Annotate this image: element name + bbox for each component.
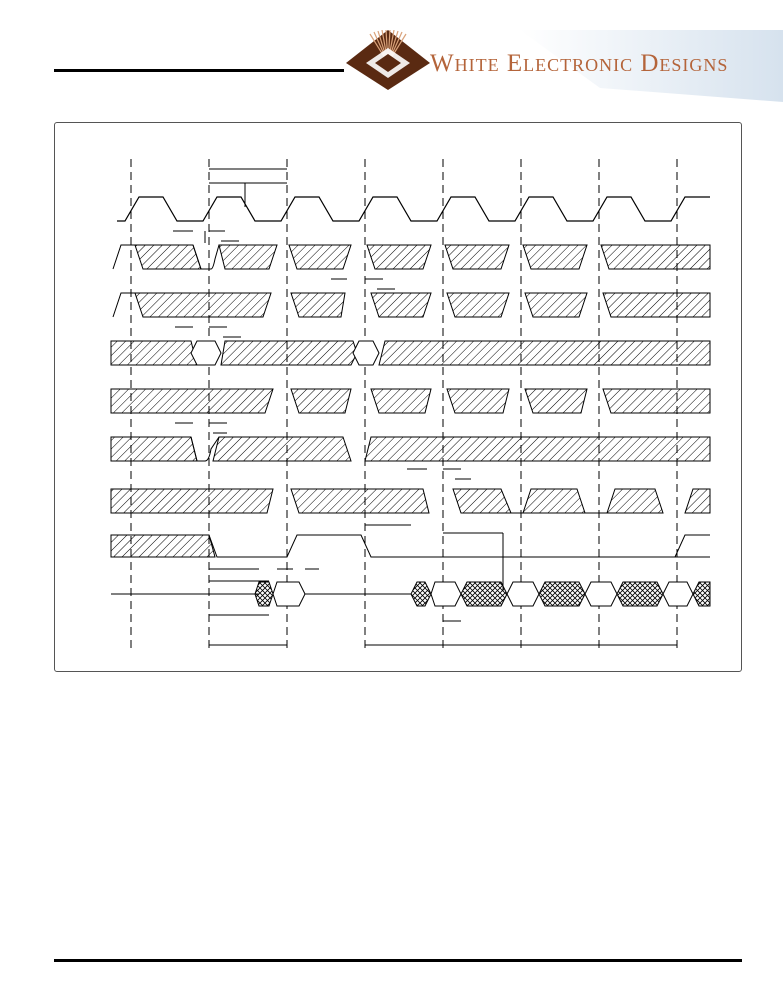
signal-row-2 [112, 292, 711, 318]
signal-row-7 [110, 534, 710, 558]
signal-row-6 [110, 488, 711, 514]
signal-row-8 [111, 581, 711, 607]
footer-rule [54, 959, 742, 962]
diamond-sunburst-icon [346, 30, 430, 90]
signal-row-4 [110, 388, 711, 414]
signal-row-3 [110, 340, 711, 366]
header-rule [54, 69, 344, 72]
signal-row-5 [110, 436, 711, 462]
clock-signal [117, 196, 710, 222]
timing-diagram-frame [54, 122, 742, 672]
brand-name: White Electronic Designs [430, 50, 729, 77]
timing-annotations [173, 168, 677, 646]
signal-row-1 [112, 244, 711, 270]
timing-diagram [110, 159, 711, 651]
header-band [520, 30, 783, 102]
